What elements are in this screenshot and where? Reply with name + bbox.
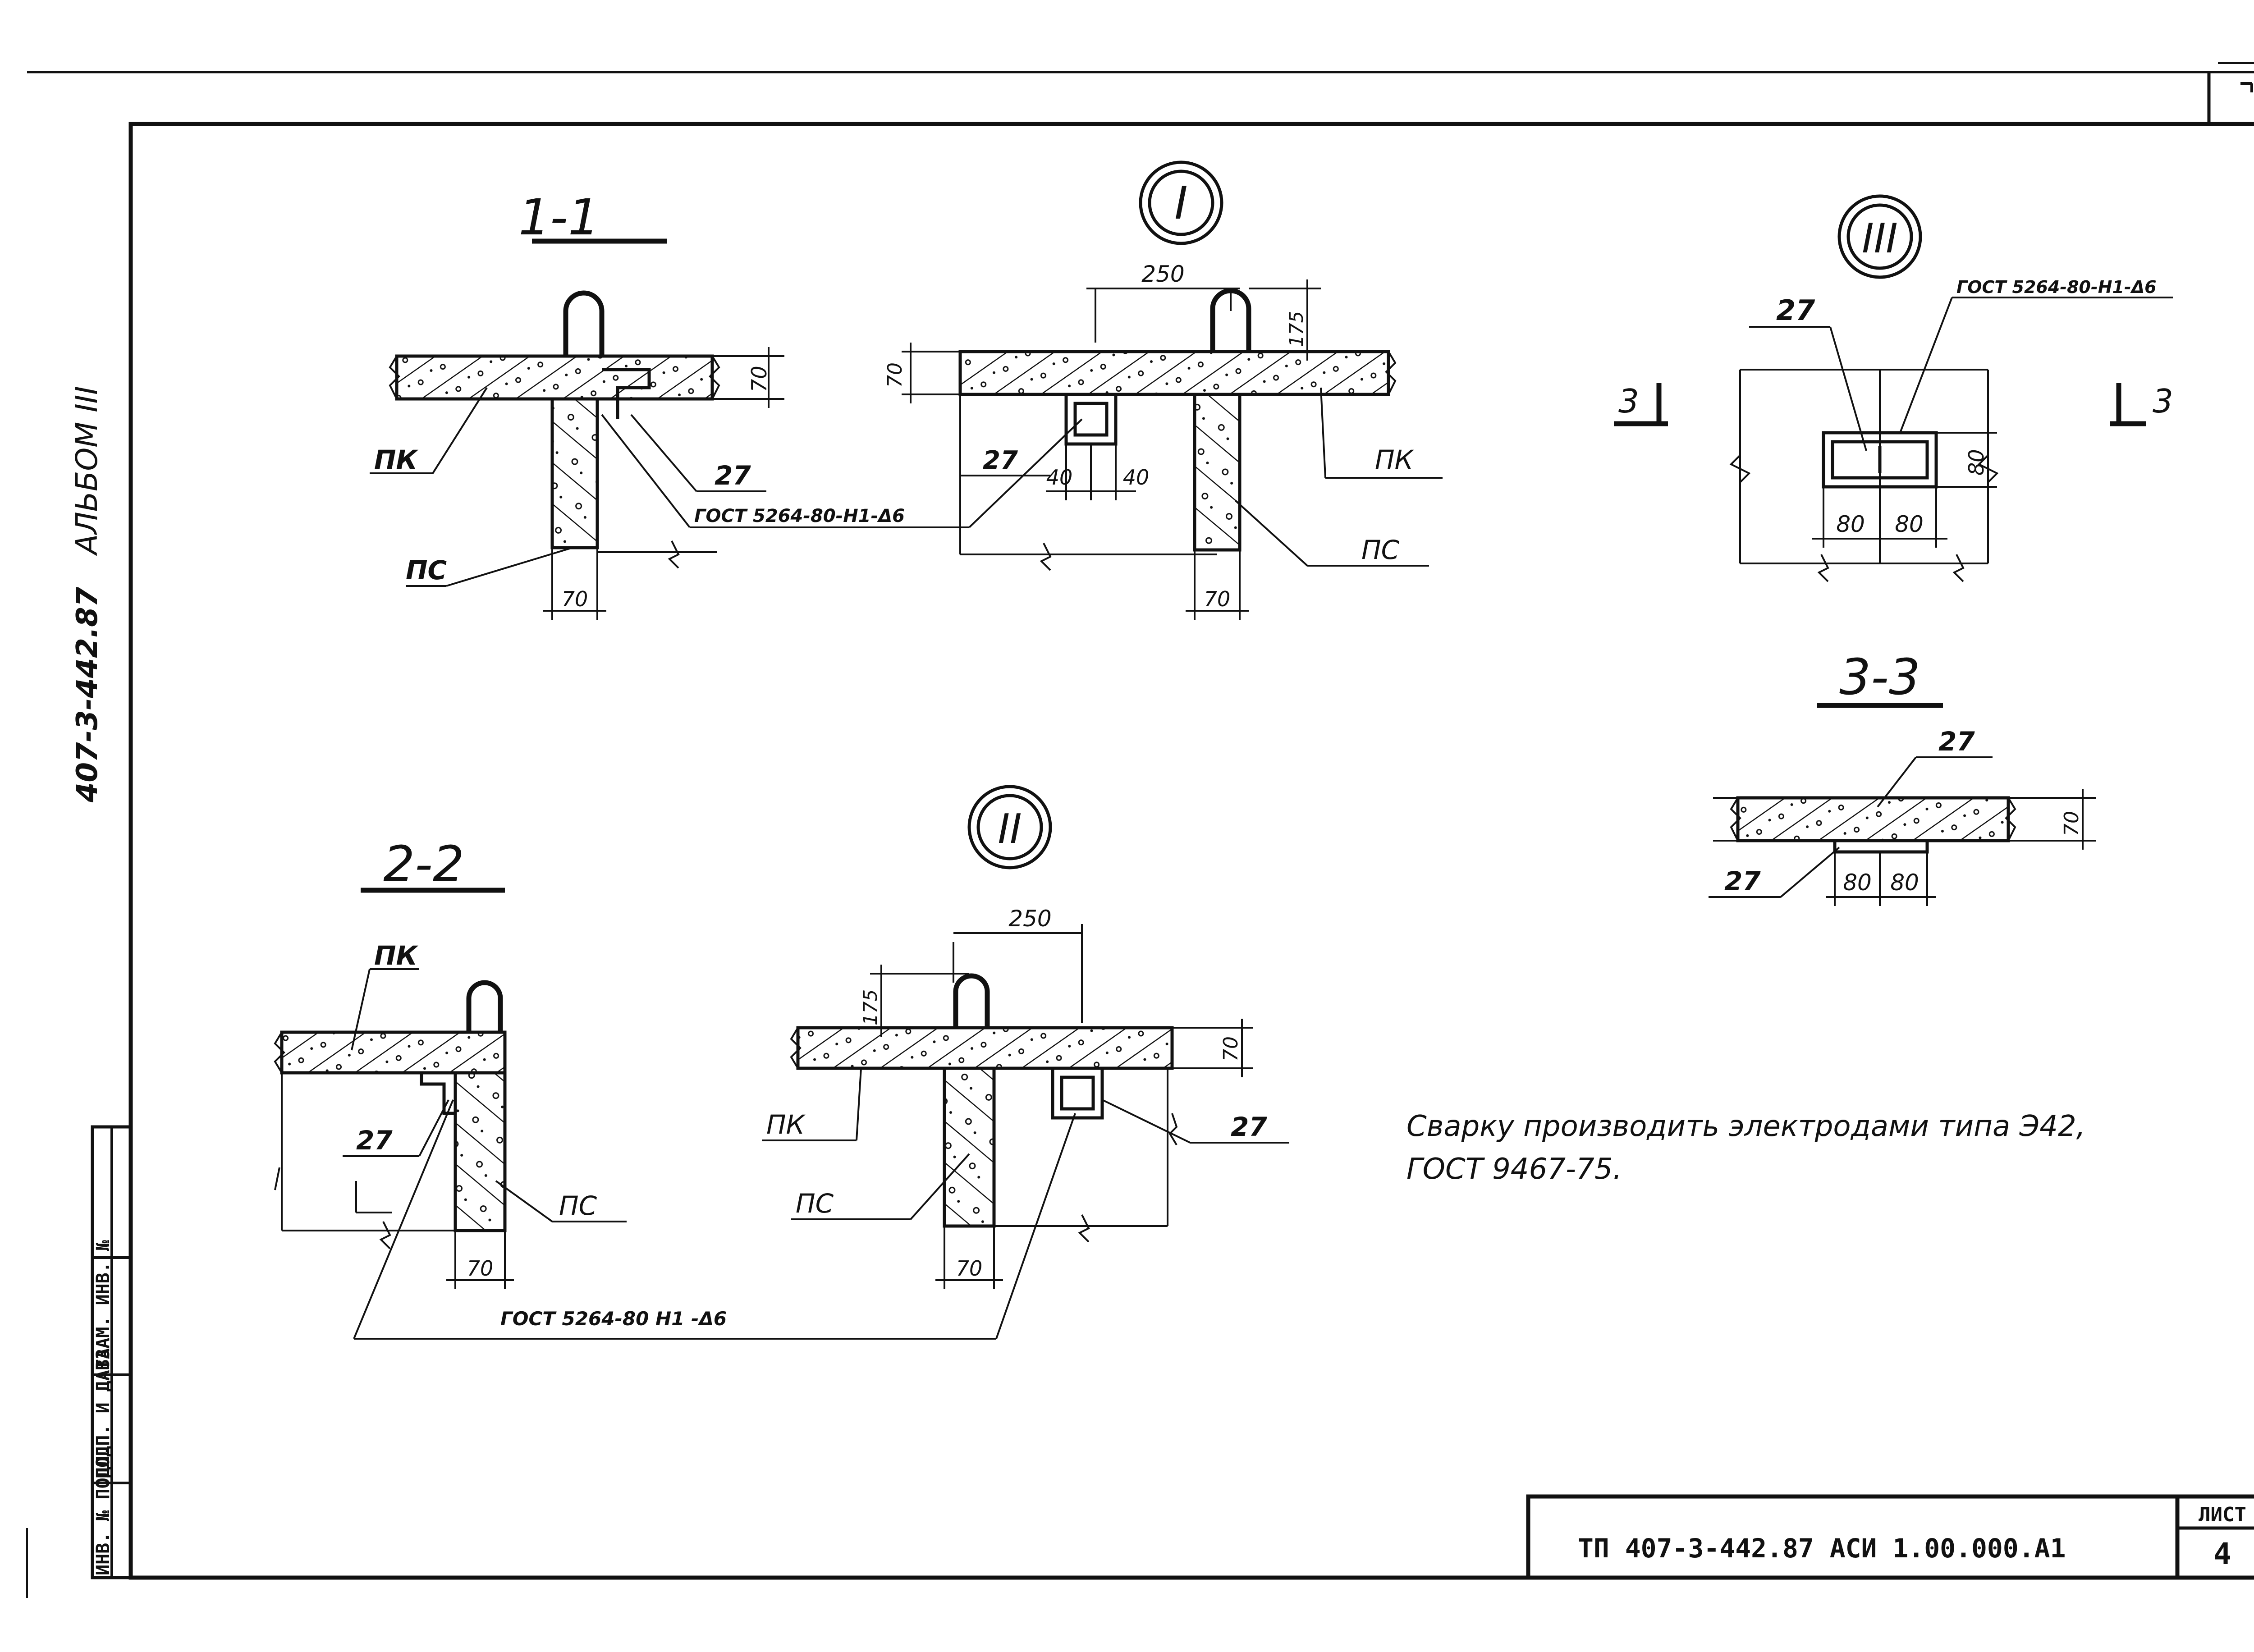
album-code: 407-3-442.87 — [71, 586, 104, 803]
dim-70-s33: 70 — [2060, 811, 2083, 836]
section-3-3-title: 3-3 — [1839, 648, 1920, 706]
section-1-1-title: 1-1 — [518, 188, 600, 246]
dim-80-s33-b: 80 — [1890, 869, 1919, 896]
label-27-node2: 27 — [1231, 1112, 1267, 1142]
label-27-s33-bottom: 27 — [1724, 866, 1761, 897]
dim-70-s11-slab: 70 — [747, 366, 771, 392]
wall-panel-ps — [1193, 393, 1242, 552]
album-title: АЛЬБОМ III — [69, 386, 104, 556]
dim-80-node3-c: 80 — [1964, 449, 1988, 476]
node-I: I 250 175 70 40 40 70 — [884, 160, 1443, 620]
floor-slab-pk — [958, 350, 1390, 396]
wall-panel-ps — [943, 1066, 996, 1228]
label-pk-node2: ПК — [766, 1109, 806, 1140]
section-2-2-title: 2-2 — [383, 835, 464, 893]
stamp-sign-date: ПОДП. И ДАТА — [93, 1348, 114, 1478]
label-gost-node3: ГОСТ 5264-80-Н1-Δ6 — [1956, 277, 2157, 297]
node-II: II 250 175 70 70 ПК — [762, 785, 1289, 1289]
label-27-node3: 27 — [1776, 294, 1815, 327]
dim-175-node2: 175 — [859, 989, 881, 1025]
side-stamp: ИНВ. № ПОДЛ. ПОДП. И ДАТА ВЗАМ. ИНВ. № — [91, 1125, 133, 1579]
welding-note: Сварку производить электродами типа Э42,… — [1406, 1110, 2085, 1186]
floor-slab-pk — [1736, 796, 2010, 842]
node-I-title: I — [1174, 177, 1188, 229]
section-3-3: 3-3 70 80 80 27 27 — [1709, 648, 2096, 906]
floor-slab-pk — [280, 1030, 507, 1075]
label-pk-s11: ПК — [374, 444, 419, 475]
label-gost-s22: ГОСТ 5264-80 Н1 -Δ6 — [500, 1308, 727, 1330]
sheet-label: ЛИСТ — [2199, 1503, 2246, 1526]
label-ps-node1: ПС — [1361, 535, 1400, 565]
cut-mark-left: 3 — [1618, 382, 1639, 420]
section-1-1: 1-1 70 70 ПК ПС 27 ГОСТ 52 — [370, 188, 969, 620]
album-label: 407-3-442.87 АЛЬБОМ III — [69, 386, 104, 803]
dim-80-s33-a: 80 — [1843, 869, 1872, 896]
label-pk-node1: ПК — [1375, 444, 1415, 475]
dim-175-node1: 175 — [1285, 311, 1307, 347]
sheet-number: 4 — [2213, 1537, 2231, 1571]
note-line-1: Сварку производить электродами типа Э42, — [1406, 1110, 2085, 1143]
title-block-code: ТП 407-3-442.87 АСИ 1.00.000.А1 — [1578, 1533, 2066, 1564]
label-27-s11: 27 — [715, 460, 751, 491]
dim-80-node3-a: 80 — [1836, 511, 1865, 537]
label-27-s33-top: 27 — [1938, 726, 1975, 757]
label-gost-s11: ГОСТ 5264-80-Н1-Δ6 — [694, 506, 905, 526]
node-III: III 3 3 80 80 80 27 ГОСТ 52 — [1614, 194, 2173, 582]
dim-250-node2: 250 — [1008, 906, 1051, 932]
dim-70-node1-wall: 70 — [1204, 587, 1231, 611]
dim-250-node1: 250 — [1141, 261, 1184, 287]
label-27-node1: 27 — [983, 446, 1018, 475]
dim-70-node2-wall: 70 — [956, 1256, 983, 1281]
stamp-replace-inv: ВЗАМ. ИНВ. № — [93, 1240, 114, 1370]
floor-slab-pk — [796, 1026, 1174, 1070]
wall-panel-ps — [550, 397, 599, 549]
dim-70-node1: 70 — [884, 362, 907, 388]
dim-40-node1-b: 40 — [1123, 465, 1150, 490]
sheet-frame — [26, 62, 2254, 1598]
label-27-s22: 27 — [356, 1125, 393, 1156]
wall-panel-ps — [454, 1071, 507, 1232]
label-ps-node2: ПС — [796, 1188, 834, 1219]
label-pk-s22: ПК — [374, 940, 419, 971]
note-line-2: ГОСТ 9467-75. — [1406, 1153, 1622, 1186]
title-block: ТП 407-3-442.87 АСИ 1.00.000.А1 ЛИСТ 4 — [1526, 1494, 2254, 1580]
cut-mark-right: 3 — [2153, 382, 2173, 420]
dim-70-s22: 70 — [467, 1256, 494, 1281]
floor-slab-pk — [395, 354, 714, 401]
section-2-2: 2-2 70 ПК 27 ПС ГОСТ — [274, 835, 1076, 1340]
dim-70-node2: 70 — [1219, 1036, 1242, 1062]
dim-80-node3-b: 80 — [1895, 511, 1924, 537]
dim-40-node1-a: 40 — [1046, 465, 1073, 490]
label-ps-s11: ПС — [406, 555, 447, 586]
dim-70-s11-wall: 70 — [562, 587, 588, 611]
label-ps-s22: ПС — [559, 1190, 597, 1221]
stamp-inv-no: ИНВ. № ПОДЛ. — [93, 1445, 114, 1575]
node-II-title: II — [998, 805, 1022, 853]
node-III-title: III — [1862, 215, 1898, 262]
